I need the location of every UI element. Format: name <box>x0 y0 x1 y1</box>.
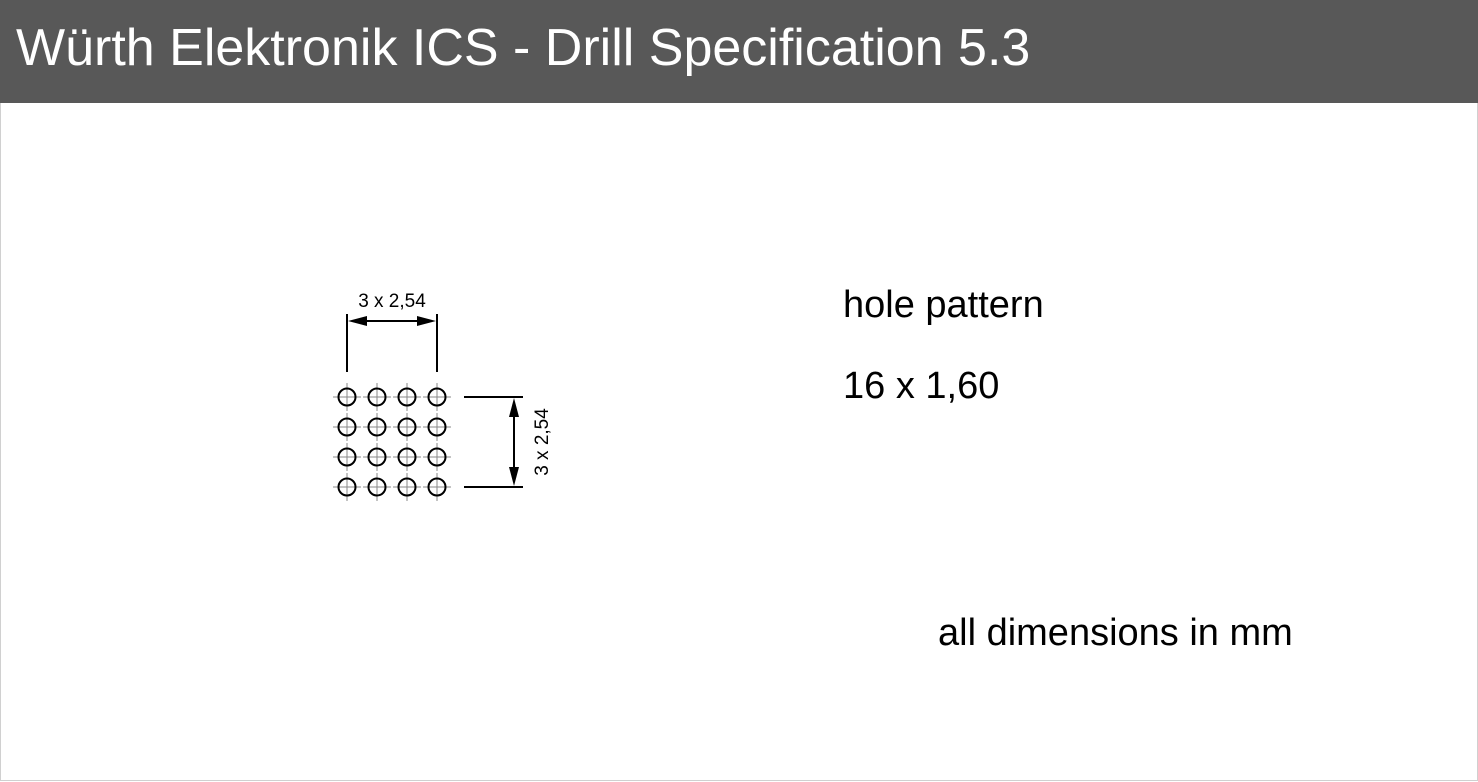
arrowhead-right <box>417 316 436 326</box>
drill-hole <box>393 413 421 441</box>
hole-circle <box>427 477 447 497</box>
drill-hole <box>423 413 451 441</box>
drill-hole <box>363 473 391 501</box>
drill-hole <box>393 473 421 501</box>
dim-horizontal-label: 3 x 2,54 <box>358 291 426 312</box>
hole-circle <box>337 417 357 437</box>
drill-hole <box>333 413 361 441</box>
hole-circle <box>427 417 447 437</box>
drill-hole <box>363 383 391 411</box>
drill-hole <box>393 383 421 411</box>
drill-hole <box>423 443 451 471</box>
units-note: all dimensions in mm <box>938 612 1293 654</box>
drill-hole <box>423 383 451 411</box>
hole-circle <box>367 447 387 467</box>
hole-pattern-value: 16 x 1,60 <box>843 365 1000 407</box>
hole-pattern-label: hole pattern <box>843 284 1044 326</box>
drill-hole <box>393 443 421 471</box>
hole-circle <box>397 477 417 497</box>
drill-hole <box>333 443 361 471</box>
hole-circle <box>367 417 387 437</box>
drill-hole <box>333 383 361 411</box>
drill-hole <box>333 473 361 501</box>
hole-grid <box>333 383 451 501</box>
hole-circle <box>397 387 417 407</box>
hole-circle <box>427 387 447 407</box>
hole-circle <box>397 447 417 467</box>
arrowhead-up <box>509 398 519 417</box>
hole-circle <box>337 387 357 407</box>
drill-hole <box>423 473 451 501</box>
hole-circle <box>427 447 447 467</box>
arrowhead-down <box>509 467 519 486</box>
dim-vertical-label: 3 x 2,54 <box>532 408 553 476</box>
page-title: Würth Elektronik ICS - Drill Specificati… <box>16 19 1031 77</box>
hole-circle <box>367 477 387 497</box>
drill-hole <box>363 413 391 441</box>
header-bar: Würth Elektronik ICS - Drill Specificati… <box>0 0 1478 103</box>
hole-circle <box>397 417 417 437</box>
hole-circle <box>367 387 387 407</box>
hole-circle <box>337 477 357 497</box>
drill-hole <box>363 443 391 471</box>
hole-circle <box>337 447 357 467</box>
arrowhead-left <box>348 316 367 326</box>
